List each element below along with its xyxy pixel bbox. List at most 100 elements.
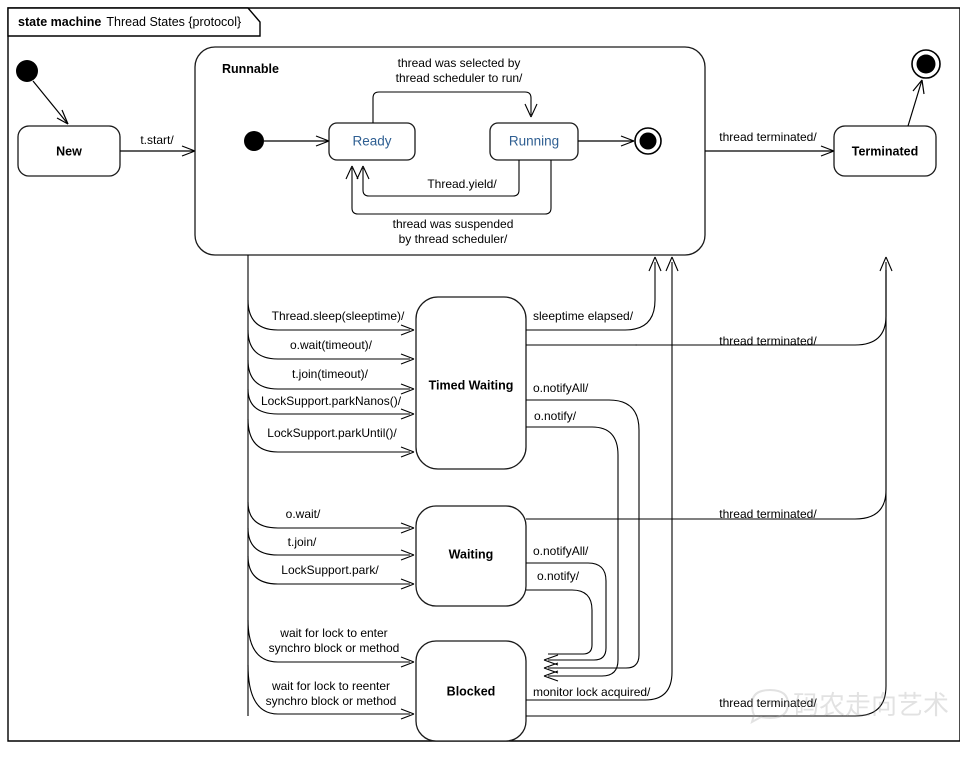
arrowhead-initial-to-new <box>56 109 69 125</box>
edge-notify-waiting <box>526 589 593 645</box>
label-terminated-top: thread terminated/ <box>719 130 817 144</box>
edge-initial-to-new <box>32 80 69 125</box>
label-join: t.join/ <box>288 535 317 549</box>
arrowhead-park <box>400 578 415 590</box>
label-join-timeout: t.join(timeout)/ <box>292 367 369 381</box>
frame-title-keyword: state machine <box>18 15 101 29</box>
frame-title-text: state machine Thread States {protocol} <box>18 15 241 29</box>
state-waiting[interactable] <box>415 505 527 607</box>
initial-node-top <box>16 60 38 82</box>
label-suspended-line1: thread was suspended <box>393 217 514 231</box>
arrowhead-ready-to-running <box>524 103 538 118</box>
arrowhead-terminated-to-final <box>912 79 925 95</box>
label-park: LockSupport.park/ <box>281 563 379 577</box>
state-blocked[interactable] <box>415 640 527 742</box>
edge-wait-timeout <box>247 329 410 360</box>
edge-running-to-ready-suspended <box>351 160 552 215</box>
state-timed-waiting[interactable] <box>415 296 527 470</box>
label-terminated-timed: thread terminated/ <box>719 334 817 348</box>
final-node-runnable <box>639 132 657 150</box>
label-notifyall-waiting: o.notifyAll/ <box>533 544 589 558</box>
edge-running-to-ready-yield <box>362 160 520 197</box>
arrowhead-join-timeout <box>400 383 415 395</box>
arrowhead-park-until <box>400 446 415 458</box>
arrowhead-terminated-timed <box>879 256 893 272</box>
edge-notifyall-waiting <box>526 562 607 648</box>
frame-title-name: Thread States {protocol} <box>106 15 241 29</box>
chat-bubble-icon <box>750 688 790 725</box>
edge-sleeptime-elapsed <box>526 262 656 331</box>
edge-monitor-acquired <box>526 262 673 701</box>
edge-park <box>247 555 410 585</box>
state-waiting-label: Waiting <box>449 547 494 561</box>
arrowhead-yield <box>356 165 370 180</box>
label-selected-line2: thread scheduler to run/ <box>396 71 523 85</box>
label-park-nanos: LockSupport.parkNanos()/ <box>261 394 402 408</box>
edge-wait <box>247 501 410 529</box>
state-ready[interactable] <box>328 122 416 161</box>
label-lock-enter-line2: synchro block or method <box>269 641 400 655</box>
arrowhead-sleeptime-elapsed <box>648 256 662 272</box>
arrowhead-park-nanos <box>400 408 415 420</box>
edge-terminated-to-final <box>907 79 923 127</box>
arrowhead-monitor-acquired <box>665 256 679 272</box>
edge-lock-reenter <box>247 664 410 715</box>
edge-notify-timed <box>526 426 619 660</box>
arrowhead-wait <box>400 522 415 534</box>
label-park-until: LockSupport.parkUntil()/ <box>267 426 397 440</box>
arrowhead-new-to-runnable <box>181 145 196 157</box>
arrowhead-join <box>400 549 415 561</box>
edge-sleep <box>247 299 410 331</box>
final-node-top <box>916 54 936 74</box>
label-wait: o.wait/ <box>286 507 321 521</box>
label-monitor-acquired: monitor lock acquired/ <box>533 685 651 699</box>
edge-terminated-blocked <box>526 270 887 717</box>
arrowhead-suspended <box>345 165 359 180</box>
label-lock-reenter-line1: wait for lock to reenter <box>271 679 390 693</box>
arrowhead-lock-enter <box>400 656 415 668</box>
state-terminated[interactable] <box>833 125 937 177</box>
label-lock-enter-line1: wait for lock to enter <box>279 626 387 640</box>
label-lock-reenter-line2: synchro block or method <box>266 694 397 708</box>
edge-park-nanos <box>247 388 410 415</box>
arrowhead-runnable-to-terminated <box>820 145 835 157</box>
edge-notifyall-timed-b <box>548 654 640 669</box>
arrowhead-wait-timeout <box>400 353 415 365</box>
label-sleeptime-elapsed: sleeptime elapsed/ <box>533 309 634 323</box>
edge-ready-to-running <box>372 91 532 123</box>
arrowhead-init-to-ready <box>315 135 330 147</box>
final-node-runnable-ring <box>634 127 662 155</box>
bubble-dot-3 <box>776 701 780 705</box>
label-notify-waiting: o.notify/ <box>537 569 580 583</box>
arrowhead-running-to-final <box>620 135 635 147</box>
state-new-label: New <box>56 144 82 158</box>
initial-node-runnable <box>244 131 264 151</box>
frame-title-tab <box>7 7 261 37</box>
label-notifyall-timed: o.notifyAll/ <box>533 381 589 395</box>
arrowhead-notifyall-waiting <box>543 654 559 666</box>
label-sleep: Thread.sleep(sleeptime)/ <box>272 309 405 323</box>
watermark: 码农走向艺术 <box>750 688 949 725</box>
state-running-label: Running <box>509 134 559 149</box>
label-selected-line1: thread was selected by <box>398 56 521 70</box>
watermark-text: 码农走向艺术 <box>793 691 949 721</box>
edge-notify-waiting-b <box>548 644 593 655</box>
final-node-top-ring <box>911 49 941 79</box>
edge-notifyall-timed <box>526 399 640 655</box>
label-thread-yield: Thread.yield/ <box>427 177 497 191</box>
arrowhead-lock-reenter <box>400 708 415 720</box>
edge-lock-enter <box>247 619 410 663</box>
bubble-dot-2 <box>769 701 773 705</box>
label-terminated-waiting: thread terminated/ <box>719 507 817 521</box>
edge-join-timeout <box>247 359 410 390</box>
state-blocked-label: Blocked <box>447 684 496 698</box>
state-runnable-label: Runnable <box>222 62 279 76</box>
arrowhead-notify-timed <box>543 670 559 682</box>
state-terminated-label: Terminated <box>852 144 918 158</box>
label-terminated-blocked: thread terminated/ <box>719 696 817 710</box>
label-t-start: t.start/ <box>140 133 174 147</box>
edge-notify-timed-b <box>548 659 619 677</box>
label-wait-timeout: o.wait(timeout)/ <box>290 338 373 352</box>
